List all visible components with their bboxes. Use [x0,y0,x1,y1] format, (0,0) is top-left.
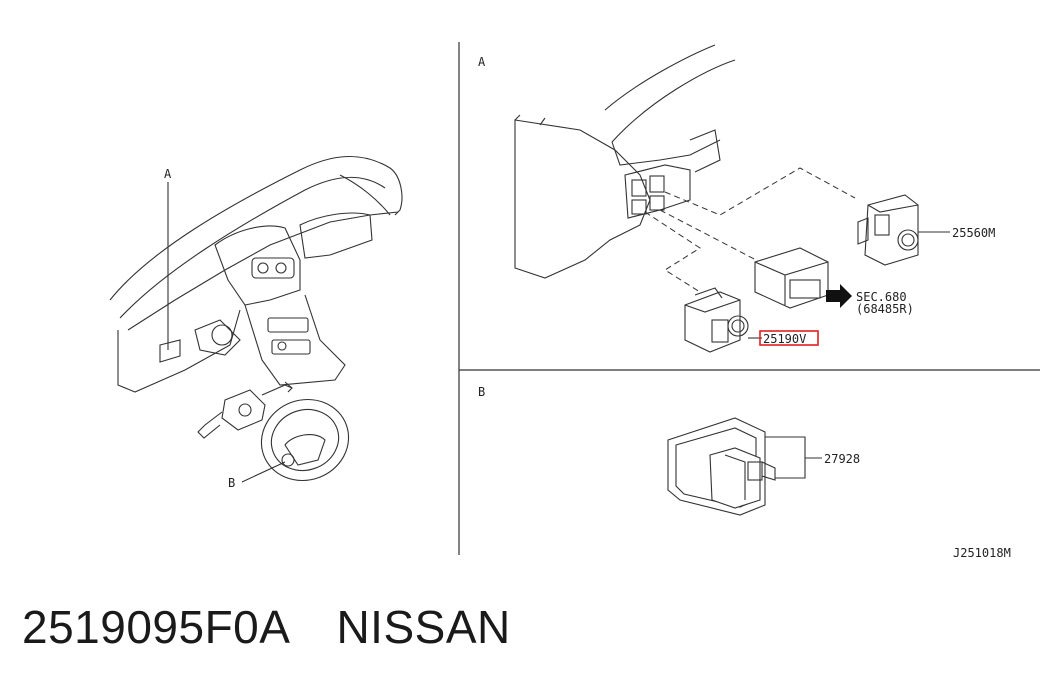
dashboard-overview [109,156,403,483]
part-caption: 2519095F0A NISSAN [22,600,511,654]
part-highlight-box [759,330,819,346]
panel-b-detail [667,417,822,516]
part-label-25560m: 25560M [952,226,995,240]
panel-b-title: B [478,385,485,399]
parts-diagram: A B A B 25560M [109,42,1040,560]
sec-ref-line2: (68485R) [856,302,914,316]
panel-a-detail: 25560M SEC.680 (68485R) 25190V [514,44,995,353]
switch-25190v [684,287,762,353]
panel-a-title: A [478,55,486,69]
part-label-25190v: 25190V [763,332,806,346]
connector-sec680 [754,247,852,309]
view-b-label: B [228,476,235,490]
part-label-27928: 27928 [824,452,860,466]
part-number: 2519095F0A [22,601,291,653]
switch-25560m [857,194,950,266]
drawing-code: J251018M [953,546,1011,560]
sec-ref-line1: SEC.680 [856,290,907,304]
brand-name: NISSAN [336,601,511,653]
view-a-label: A [164,167,172,181]
